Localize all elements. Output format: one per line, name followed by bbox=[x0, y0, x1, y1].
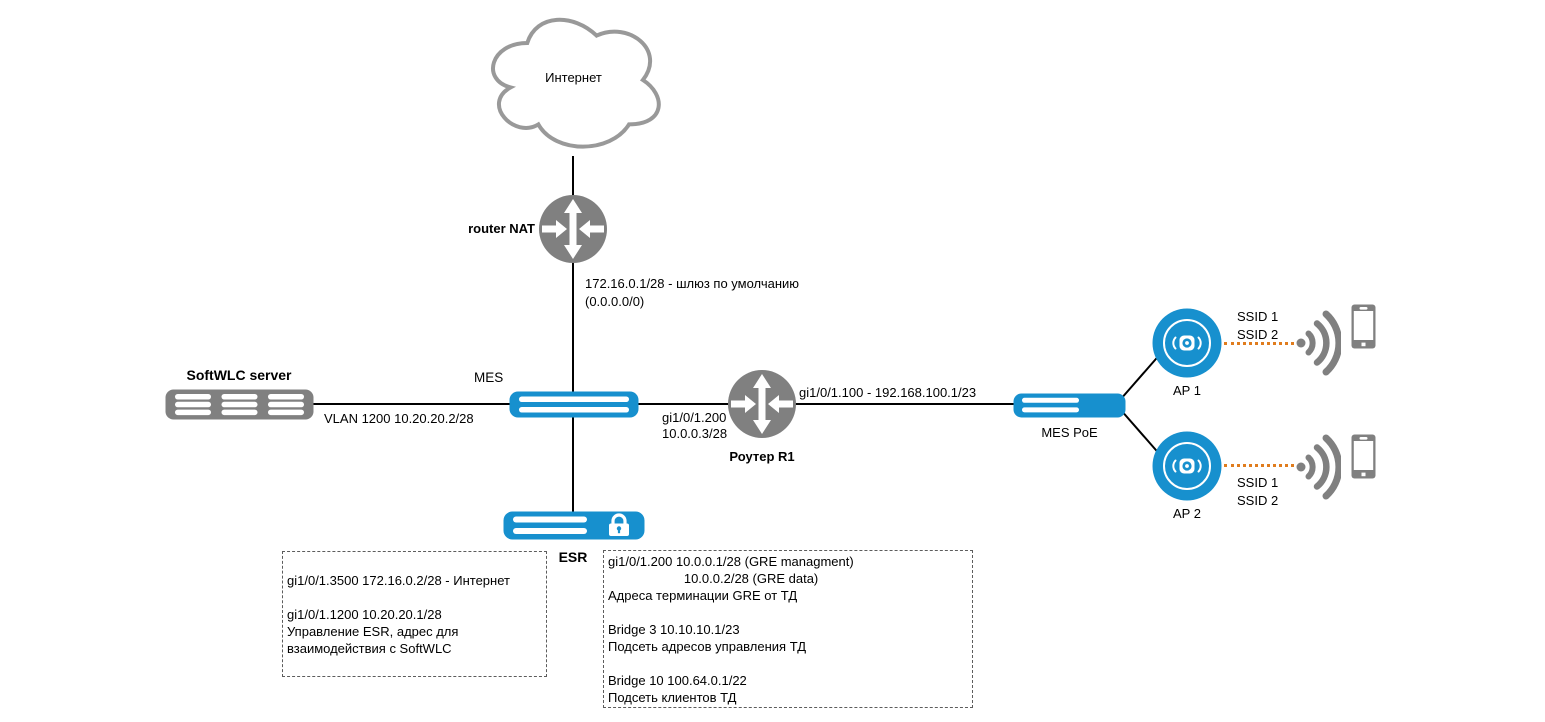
esr-config-line: gi1/0/1.3500 172.16.0.2/28 - Интернет bbox=[287, 572, 510, 588]
r1-config-line: Подсеть адресов управления ТД bbox=[608, 638, 807, 654]
link-r1-mespoe-label: gi1/0/1.100 - 192.168.100.1/23 bbox=[799, 385, 977, 400]
link-mes-r1-note: gi1/0/1.200 10.0.0.3/28 bbox=[662, 410, 727, 442]
r1-config-note: gi1/0/1.200 10.0.0.1/28 (GRE managment) … bbox=[603, 550, 973, 708]
r1-config-line: Bridge 10 100.64.0.1/22 bbox=[608, 672, 747, 688]
r1-config-line: Адреса терминации GRE от ТД bbox=[608, 587, 798, 603]
r1-config-line bbox=[608, 655, 968, 672]
router-r1-label: Роутер R1 bbox=[729, 449, 795, 464]
gateway-note: 172.16.0.1/28 - шлюз по умолчанию (0.0.0… bbox=[585, 275, 799, 311]
gateway-note-line2: (0.0.0.0/0) bbox=[585, 294, 645, 309]
r1-config-line: 10.0.0.2/28 (GRE data) bbox=[608, 570, 819, 586]
ap1-ssid-list: SSID 1 SSID 2 bbox=[1237, 308, 1278, 344]
ap2-wifi-signal-icon bbox=[1296, 434, 1341, 500]
ap2-ssid-dotted-line bbox=[1224, 464, 1294, 467]
wire-mespoe-ap2 bbox=[1119, 408, 1163, 458]
mes-label: MES bbox=[474, 370, 504, 385]
ap1-ssid-dotted-line bbox=[1224, 342, 1294, 345]
mes-poe-label: MES PoE bbox=[1041, 425, 1098, 440]
esr-config-line: gi1/0/1.1200 10.20.20.1/28 bbox=[287, 606, 442, 622]
internet-cloud-icon bbox=[491, 17, 661, 149]
softwlc-server-label: SoftWLC server bbox=[186, 367, 292, 383]
lock-icon bbox=[609, 513, 629, 536]
link-mes-r1-line2: 10.0.0.3/28 bbox=[662, 426, 728, 441]
ap2-ssid2-label: SSID 2 bbox=[1237, 493, 1279, 508]
ap2-ssid1-label: SSID 1 bbox=[1237, 475, 1279, 490]
ap2-icon bbox=[1152, 431, 1222, 501]
ap2-client-phone-icon bbox=[1351, 434, 1376, 479]
esr-config-line: взаимодействия с SoftWLC bbox=[287, 640, 452, 656]
r1-config-line: Подсеть клиентов ТД bbox=[608, 689, 737, 705]
internet-label: Интернет bbox=[545, 70, 602, 85]
gateway-note-line1: 172.16.0.1/28 - шлюз по умолчанию bbox=[585, 276, 800, 291]
ap1-icon bbox=[1152, 308, 1222, 378]
esr-label: ESR bbox=[558, 549, 588, 565]
r1-config-line bbox=[608, 604, 968, 621]
router-nat-label: router NAT bbox=[468, 221, 535, 236]
esr-config-line bbox=[287, 589, 542, 606]
esr-switch-icon bbox=[503, 511, 645, 540]
link-server-mes-label: VLAN 1200 10.20.20.2/28 bbox=[324, 411, 474, 426]
mes-switch-icon bbox=[509, 391, 639, 418]
ap1-ssid2-label: SSID 2 bbox=[1237, 327, 1279, 342]
esr-config-note: gi1/0/1.3500 172.16.0.2/28 - Интернет gi… bbox=[282, 551, 547, 677]
ap1-client-phone-icon bbox=[1351, 304, 1376, 349]
r1-config-line: gi1/0/1.200 10.0.0.1/28 (GRE managment) bbox=[608, 553, 854, 569]
ap1-label: AP 1 bbox=[1173, 383, 1201, 398]
r1-config-line: Bridge 3 10.10.10.1/23 bbox=[608, 621, 740, 637]
ap1-wifi-signal-icon bbox=[1296, 310, 1341, 376]
router-r1-icon bbox=[728, 370, 796, 438]
mes-poe-switch-icon bbox=[1013, 393, 1126, 418]
ap1-ssid1-label: SSID 1 bbox=[1237, 309, 1279, 324]
router-nat-icon bbox=[539, 195, 607, 263]
ap2-ssid-list: SSID 1 SSID 2 bbox=[1237, 474, 1278, 510]
link-mes-r1-line1: gi1/0/1.200 bbox=[662, 410, 727, 425]
ap2-label: AP 2 bbox=[1173, 506, 1201, 521]
wire-mespoe-ap1 bbox=[1119, 351, 1163, 401]
softwlc-server-icon bbox=[165, 389, 314, 420]
esr-config-line: Управление ESR, адрес для bbox=[287, 623, 459, 639]
